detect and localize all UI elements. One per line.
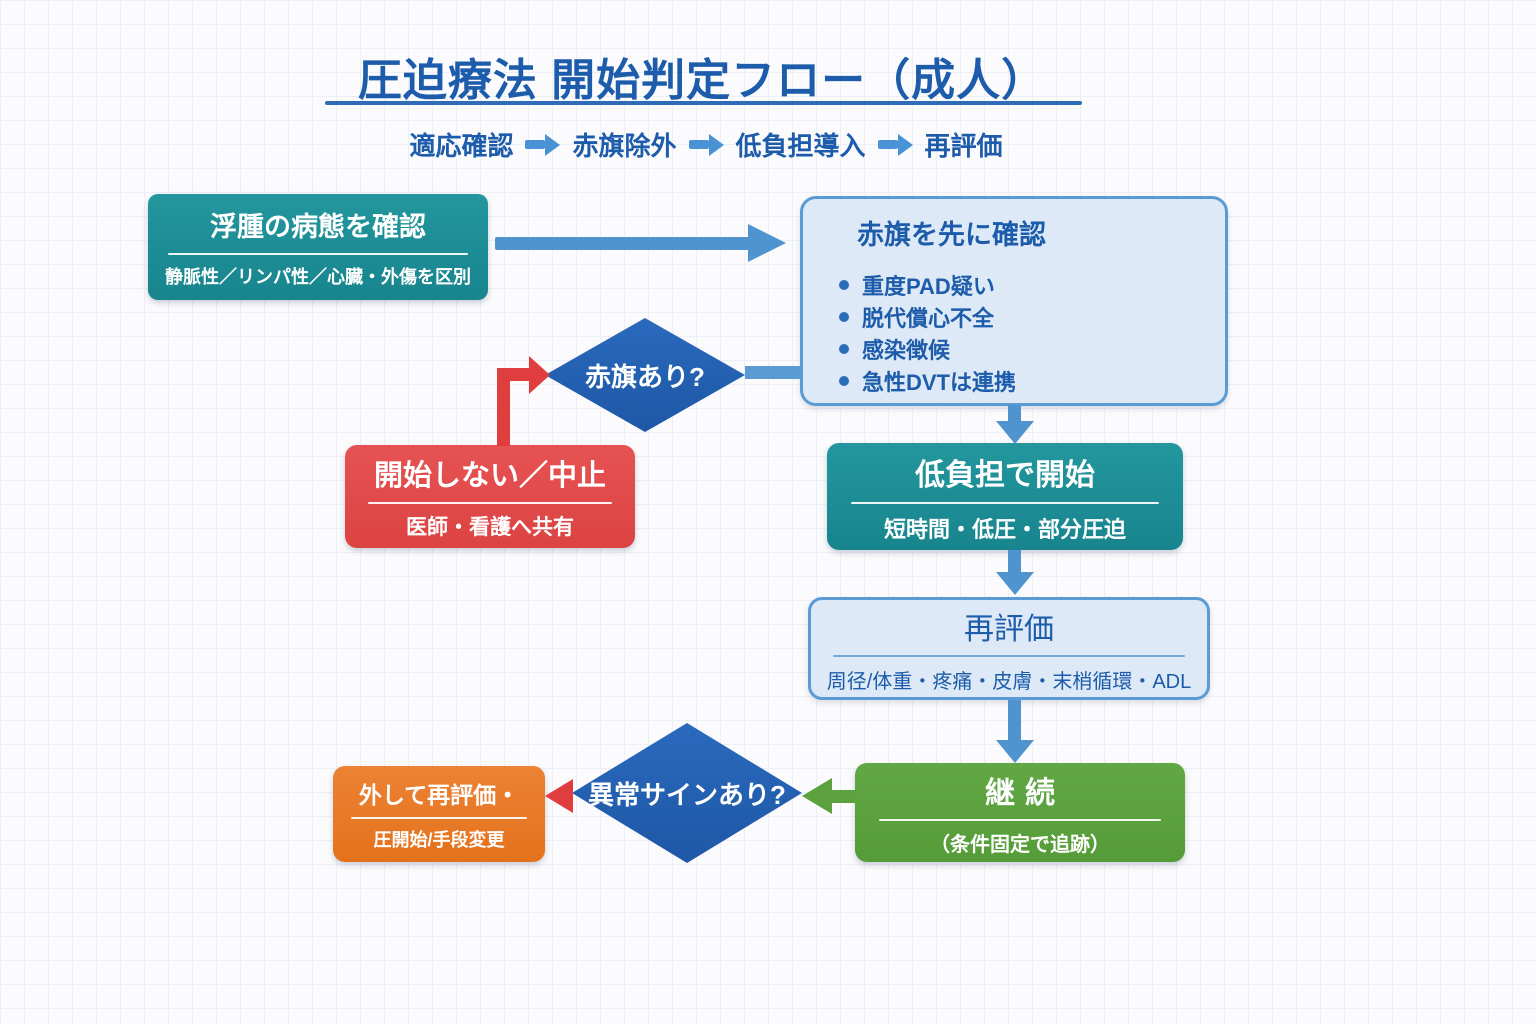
node-reevaluation: 再評価 周径/体重・疼痛・皮膚・末梢循環・ADL — [808, 597, 1210, 700]
arrow-edema-to-redflags — [495, 237, 750, 250]
step-label-4: 再評価 — [924, 131, 1003, 161]
redflag-bullet-2-text: 脱代償心不全 — [862, 306, 995, 331]
arrow-reeval-to-continue — [1008, 700, 1021, 742]
node-continue-title: 継続 — [985, 777, 1065, 810]
node-remove-reevaluate: 外して再評価・ 圧開始/手段変更 — [333, 766, 545, 862]
node-stop-subtitle: 医師・看護へ共有 — [406, 516, 574, 539]
redflag-bullet-4-text: 急性DVTは連携 — [862, 370, 1017, 395]
divider — [851, 501, 1159, 504]
arrow-stop-elbow-head — [529, 356, 550, 394]
right-arrow-icon — [877, 133, 913, 156]
redflag-bullet-1-text: 重度PAD疑い — [862, 274, 995, 299]
redflag-bullet-1: 重度PAD疑い — [829, 269, 1199, 301]
arrow-startlow-to-reeval — [1008, 550, 1021, 575]
step-label-1: 適応確認 — [409, 131, 514, 161]
arrow-continue-to-decision — [830, 790, 856, 803]
step-label-2: 赤旗除外 — [572, 131, 677, 161]
node-do-not-start: 開始しない／中止 医師・看護へ共有 — [345, 445, 635, 548]
decision-abnormal-label: 異常サインあり? — [588, 779, 786, 810]
redflag-bullet-3-text: 感染徴候 — [862, 338, 951, 363]
node-continue: 継続 （条件固定で追跡） — [855, 763, 1185, 862]
title-underline — [325, 101, 1082, 105]
step-label-3: 低負担導入 — [735, 131, 866, 161]
arrow-redflags-to-startlow — [1008, 405, 1021, 425]
divider — [833, 654, 1185, 657]
link-decision-to-redflags — [745, 366, 803, 379]
arrow-reeval-to-continue-head — [996, 740, 1034, 763]
node-continue-subtitle: （条件固定で追跡） — [930, 834, 1110, 856]
node-remove-subtitle: 圧開始/手段変更 — [373, 830, 505, 850]
arrow-stop-elbow-vertical — [497, 370, 510, 446]
node-redflag-title: 赤旗を先に確認 — [857, 220, 1046, 250]
divider — [351, 817, 527, 819]
node-reeval-subtitle: 周径/体重・疼痛・皮膚・末梢循環・ADL — [826, 670, 1192, 693]
arrow-decision-to-remove-head — [545, 779, 573, 813]
node-reeval-title: 再評価 — [964, 612, 1054, 646]
divider — [368, 502, 612, 504]
node-edema-assessment: 浮腫の病態を確認 静脈性／リンパ性／心臓・外傷を区別 — [148, 194, 488, 300]
divider — [168, 253, 468, 255]
node-edema-subtitle: 静脈性／リンパ性／心臓・外傷を区別 — [165, 267, 471, 287]
right-arrow-icon — [688, 133, 724, 156]
divider — [879, 819, 1161, 821]
decision-abnormal-sign: 異常サインあり? — [572, 723, 802, 863]
bullet-icon — [839, 344, 849, 354]
right-arrow-icon — [525, 133, 561, 156]
redflag-bullet-3: 感染徴候 — [829, 333, 1199, 365]
node-remove-title: 外して再評価・ — [358, 782, 520, 808]
redflag-bullet-2: 脱代償心不全 — [829, 301, 1199, 333]
decision-redflag: 赤旗あり? — [545, 318, 745, 432]
bullet-icon — [839, 312, 849, 322]
arrow-redflags-to-startlow-head — [996, 421, 1034, 444]
node-startlow-subtitle: 短時間・低圧・部分圧迫 — [883, 516, 1126, 542]
node-stop-title: 開始しない／中止 — [373, 460, 606, 492]
arrow-edema-to-redflags-head — [748, 224, 786, 262]
node-startlow-title: 低負担で開始 — [915, 458, 1095, 492]
arrow-stop-elbow-horizontal — [497, 368, 531, 381]
arrow-continue-to-decision-head — [802, 778, 832, 814]
node-redflag-check: 赤旗を先に確認 重度PAD疑い 脱代償心不全 感染徴候 急性DVTは連携 — [800, 196, 1228, 406]
bullet-icon — [839, 280, 849, 290]
bullet-icon — [839, 376, 849, 386]
redflag-bullet-4: 急性DVTは連携 — [829, 365, 1199, 397]
arrow-startlow-to-reeval-head — [996, 572, 1034, 595]
node-start-low-load: 低負担で開始 短時間・低圧・部分圧迫 — [827, 443, 1183, 550]
node-edema-title: 浮腫の病態を確認 — [210, 212, 426, 242]
decision-redflag-label: 赤旗あり? — [585, 361, 705, 392]
page-title: 圧迫療法 開始判定フロー（成人） — [357, 56, 1047, 105]
process-steps: 適応確認 赤旗除外 低負担導入 再評価 — [256, 126, 1156, 163]
